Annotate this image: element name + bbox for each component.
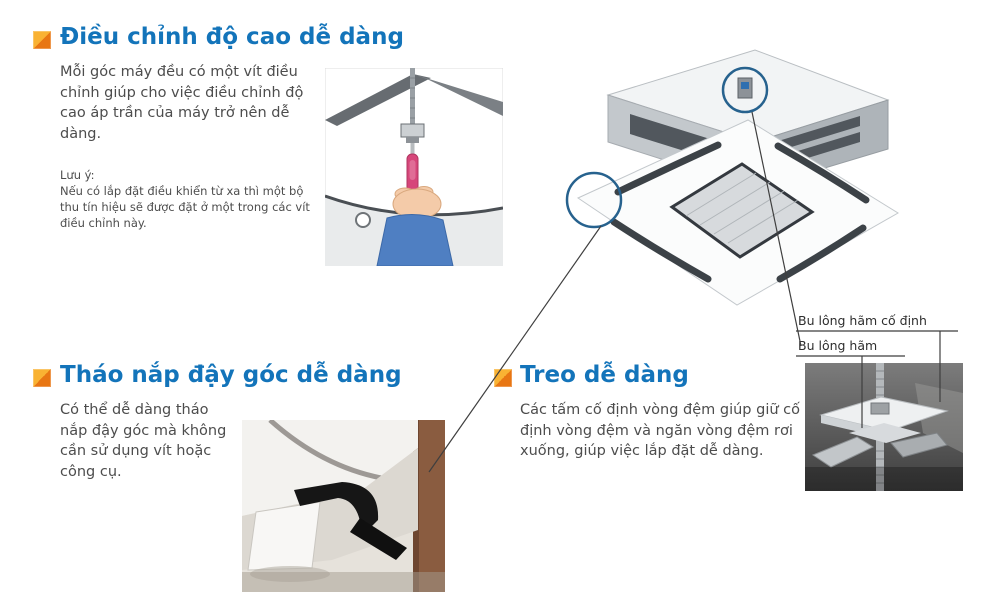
section-title-easy-hang: Treo dễ dàng	[520, 362, 689, 388]
hanging-bracket-photo	[805, 363, 963, 491]
section-bullet-icon	[33, 31, 51, 49]
bracket-arm	[890, 432, 948, 458]
note-label: Lưu ý:	[60, 168, 95, 182]
highlight-circle-bracket	[721, 66, 769, 114]
note-body: Nếu có lắp đặt điều khiển từ xa thì một …	[60, 184, 310, 230]
washer	[849, 423, 921, 443]
lock-nut	[870, 402, 890, 415]
callout-label-bolt: Bu lông hãm	[798, 338, 878, 353]
section-bullet-icon	[33, 369, 51, 387]
air-outlet	[614, 141, 722, 196]
corner-cover-photo	[242, 420, 445, 592]
height-adjust-illustration	[325, 68, 503, 266]
section-body-easy-hang: Các tấm cố định vòng đệm giúp giữ cố địn…	[520, 402, 800, 460]
section-body-height-adjust: Mỗi góc máy đều có một vít điều chỉnh gi…	[60, 64, 304, 142]
bracket-arm	[811, 436, 875, 468]
cassette-unit-render	[560, 42, 910, 317]
section-body-corner-cover: Có thể dễ dàng tháo nắp đậy góc mà không…	[60, 402, 227, 480]
section-bullet-icon	[494, 369, 512, 387]
air-outlet	[610, 218, 712, 283]
section-title-height-adjust: Điều chỉnh độ cao dễ dàng	[60, 24, 404, 50]
callout-label-bolt-fixed: Bu lông hãm cố định	[798, 313, 927, 328]
section-title-corner-cover: Tháo nắp đậy góc dễ dàng	[60, 362, 402, 388]
